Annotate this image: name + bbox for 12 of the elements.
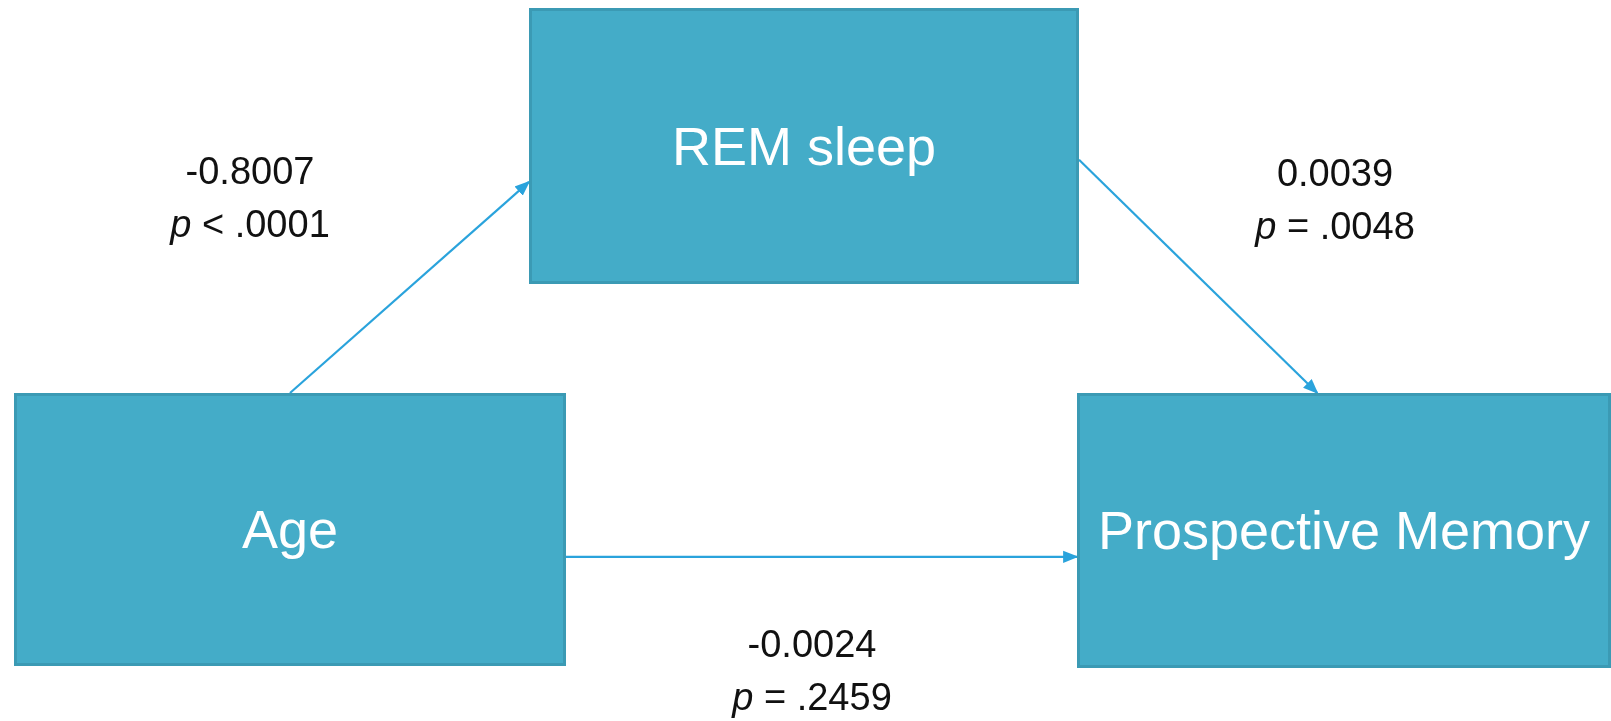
variable-box xyxy=(529,8,1079,284)
variable-name: Prospective Memory xyxy=(1097,499,1591,563)
arrow xyxy=(566,550,1079,563)
variable-box xyxy=(14,393,566,666)
arrow xyxy=(289,180,531,394)
edge-label: -0.0024 p = .2459 xyxy=(732,622,892,721)
arrow xyxy=(1078,159,1319,395)
variable-box xyxy=(1077,393,1611,668)
variable-name: REM sleep xyxy=(671,114,937,178)
edge-label: -0.8007 p < .0001 xyxy=(170,149,330,248)
variable-name: Age xyxy=(241,498,339,562)
edge-label: 0.0039 p = .0048 xyxy=(1255,151,1415,250)
